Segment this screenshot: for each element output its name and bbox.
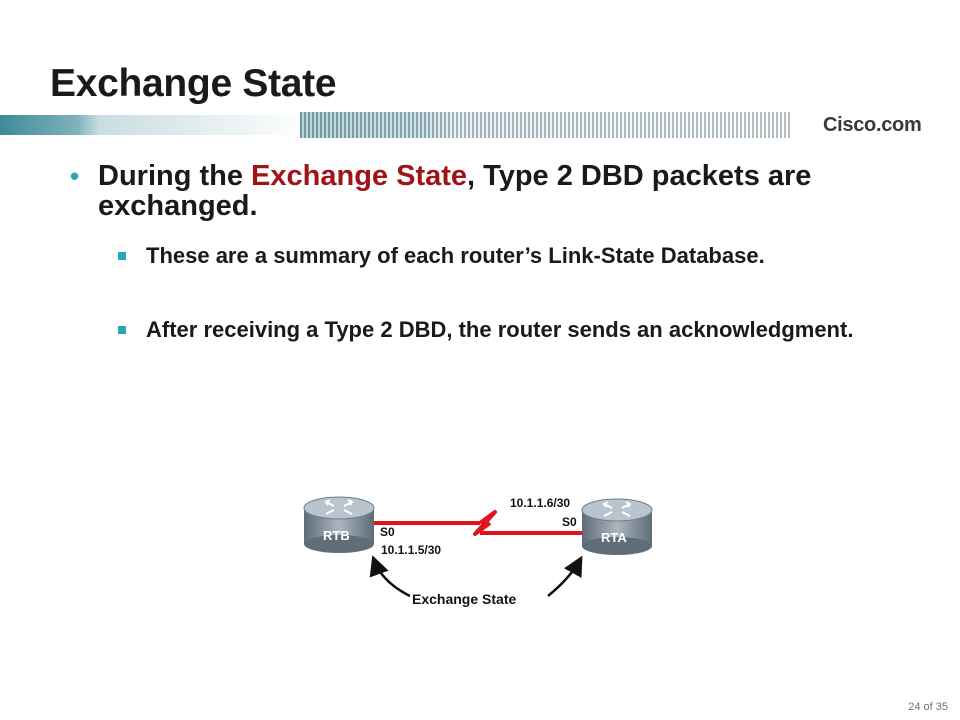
- bullet-square-icon: [118, 252, 126, 260]
- bullet-square-icon: [118, 326, 126, 334]
- bullet-dot-icon: •: [70, 161, 80, 191]
- router-icon-rta: [581, 498, 653, 555]
- interface-label-right: S0: [562, 515, 577, 529]
- cisco-logo: Cisco.com: [823, 114, 922, 136]
- sub-bullet-text: After receiving a Type 2 DBD, the router…: [146, 317, 854, 342]
- ip-label-left: 10.1.1.5/30: [381, 543, 441, 557]
- main-bullet-post: , Type 2 DBD packets are exchanged.: [98, 160, 812, 222]
- arrow-to-rta-icon: [547, 555, 583, 597]
- slide-title: Exchange State: [50, 62, 337, 105]
- main-bullet-text: During the Exchange State, Type 2 DBD pa…: [98, 161, 918, 221]
- sub-bullet-text: These are a summary of each router’s Lin…: [146, 243, 765, 268]
- header-bar: [0, 112, 790, 138]
- ip-label-right: 10.1.1.6/30: [510, 496, 570, 510]
- network-diagram: RTB RTA S0 10.1.1.5/30 10.1.1.6/30 S0 Ex…: [303, 496, 653, 607]
- page-number: 24 of 35: [908, 701, 948, 713]
- router-label-rta: RTA: [601, 530, 627, 545]
- diagram-caption: Exchange State: [412, 591, 516, 607]
- router-icon-rtb: [303, 496, 375, 553]
- interface-label-left: S0: [380, 525, 395, 539]
- router-label-rtb: RTB: [323, 528, 350, 543]
- main-bullet-pre: During the: [98, 160, 252, 192]
- serial-link: [370, 510, 590, 536]
- arrow-to-rtb-icon: [369, 555, 411, 598]
- main-bullet-highlight: Exchange State: [251, 160, 468, 192]
